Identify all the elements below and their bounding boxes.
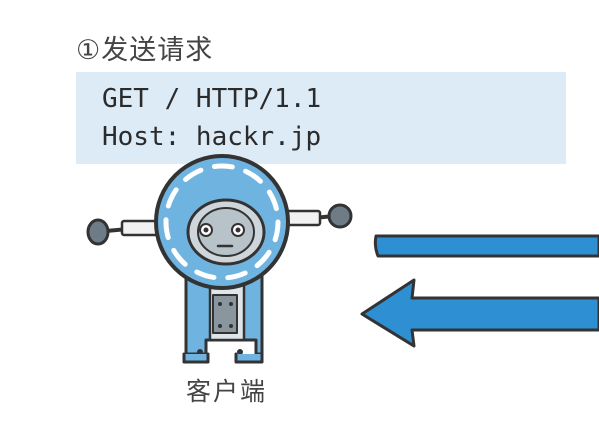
response-arrow-left-icon <box>360 278 599 348</box>
request-line: GET / HTTP/1.1 <box>102 84 322 114</box>
request-arrow <box>373 234 599 258</box>
step-title: ①发送请求 <box>76 35 214 66</box>
robot-icon <box>86 154 353 364</box>
http-request-box: GET / HTTP/1.1 Host: hackr.jp <box>76 72 566 164</box>
host-header-line: Host: hackr.jp <box>102 122 322 152</box>
client-label: 客户端 <box>186 377 268 406</box>
